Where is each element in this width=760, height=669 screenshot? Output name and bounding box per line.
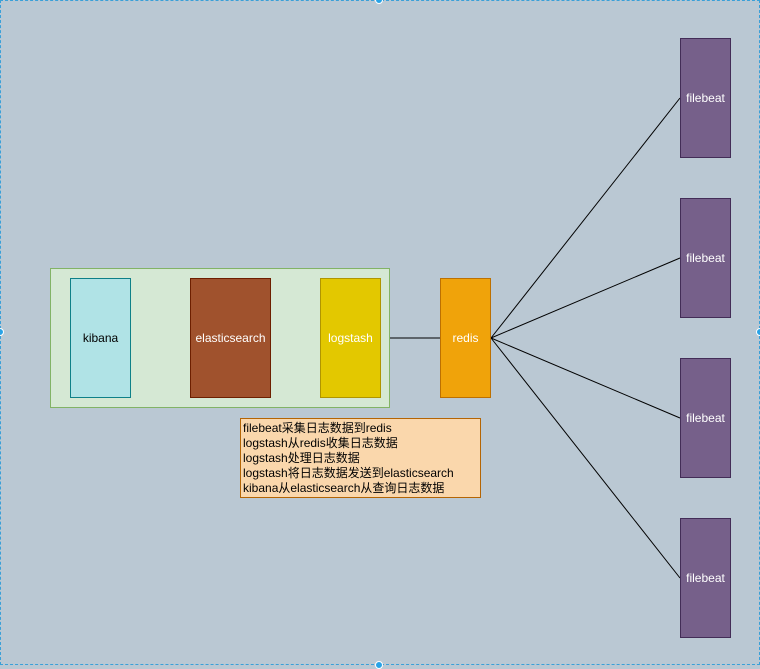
redis-label: redis (452, 331, 479, 345)
edge-redis-filebeat-4 (490, 337, 681, 579)
redis-node[interactable]: redis (440, 278, 491, 398)
filebeat-label: filebeat (686, 251, 725, 265)
elasticsearch-label: elasticsearch (195, 331, 266, 345)
edge-redis-filebeat-1 (490, 97, 681, 339)
filebeat-label: filebeat (686, 411, 725, 425)
filebeat-node-2[interactable]: filebeat (680, 198, 731, 318)
kibana-label: kibana (82, 331, 119, 345)
note-line: kibana从elasticsearch从查询日志数据 (243, 481, 445, 495)
filebeat-label: filebeat (686, 91, 725, 105)
note-line: logstash将日志数据发送到elasticsearch (243, 466, 454, 480)
filebeat-label: filebeat (686, 571, 725, 585)
filebeat-node-1[interactable]: filebeat (680, 38, 731, 158)
filebeat-node-3[interactable]: filebeat (680, 358, 731, 478)
filebeat-node-4[interactable]: filebeat (680, 518, 731, 638)
resize-handle-right[interactable] (756, 328, 760, 336)
elasticsearch-node[interactable]: elasticsearch (190, 278, 271, 398)
note-line: filebeat采集日志数据到redis (243, 421, 392, 435)
logstash-label: logstash (328, 331, 373, 345)
logstash-node[interactable]: logstash (320, 278, 381, 398)
description-note[interactable]: filebeat采集日志数据到redis logstash从redis收集日志数… (240, 418, 481, 498)
note-line: logstash从redis收集日志数据 (243, 436, 398, 450)
edge-redis-filebeat-2 (490, 257, 681, 339)
edge-redis-filebeat-3 (490, 337, 681, 419)
note-line: logstash处理日志数据 (243, 451, 360, 465)
kibana-node[interactable]: kibana (70, 278, 131, 398)
resize-handle-bottom[interactable] (375, 661, 383, 669)
